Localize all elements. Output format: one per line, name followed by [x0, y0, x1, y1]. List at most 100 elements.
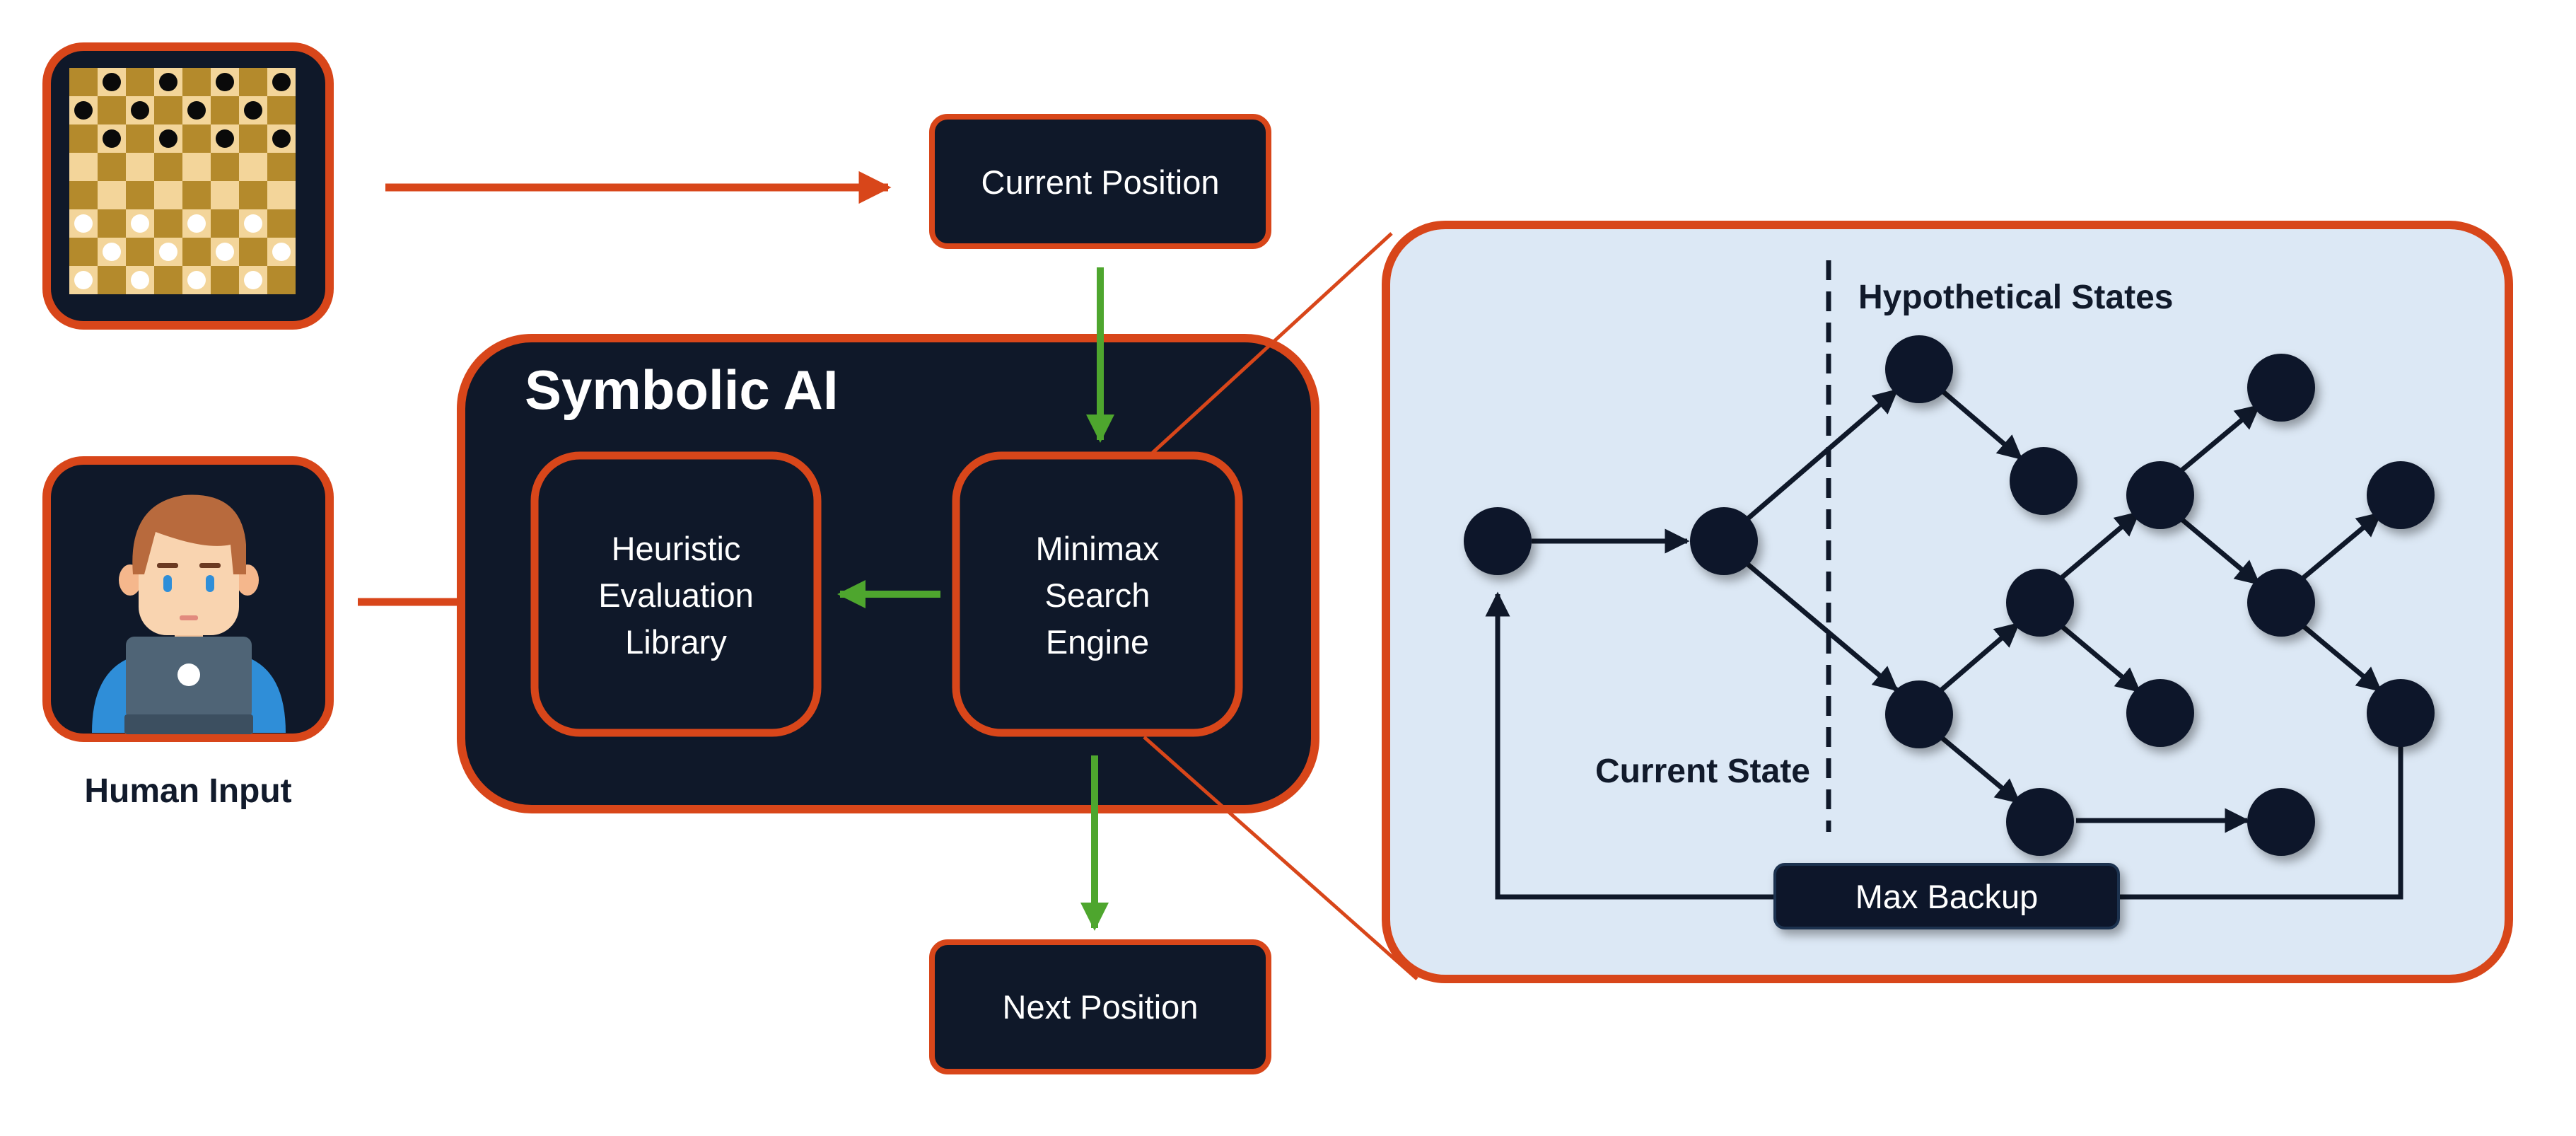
board-square: [69, 181, 98, 209]
tree-node: [2247, 788, 2315, 856]
minimax-line-2: Search: [1045, 576, 1150, 614]
human-input-box: [42, 456, 334, 742]
checker-piece: [244, 101, 262, 120]
tree-node: [2006, 788, 2074, 856]
board-square: [69, 238, 98, 266]
tree-node: [2367, 679, 2435, 747]
checker-piece: [74, 101, 93, 120]
checker-piece: [187, 271, 206, 289]
board-square: [154, 153, 182, 181]
search-tree-edges: [1485, 388, 2403, 900]
checker-piece: [216, 243, 234, 261]
checker-piece: [272, 73, 291, 91]
board-square: [98, 266, 126, 294]
hypothetical-states-label: Hypothetical States: [1858, 279, 2173, 316]
current-state-node: [1464, 507, 1532, 575]
board-square: [239, 68, 267, 96]
board-square: [69, 153, 98, 181]
current-state-label: Current State: [1595, 753, 1810, 790]
checker-piece: [244, 214, 262, 233]
checker-piece: [74, 214, 93, 233]
tree-node: [2247, 569, 2315, 637]
next-position-box: Next Position: [929, 939, 1271, 1074]
board-square: [69, 68, 98, 96]
current-position-box: Current Position: [929, 114, 1271, 249]
minimax-search-engine-box: Minimax Search Engine: [952, 451, 1243, 737]
board-square: [69, 124, 98, 153]
checker-piece: [187, 101, 206, 120]
board-square: [98, 96, 126, 124]
board-square: [126, 153, 154, 181]
board-square: [267, 266, 296, 294]
board-square: [182, 238, 211, 266]
board-square: [211, 153, 239, 181]
tree-node: [2126, 461, 2194, 529]
heuristic-line-2: Evaluation: [598, 576, 754, 614]
human-input-caption: Human Input: [84, 772, 291, 810]
checker-piece: [103, 243, 121, 261]
minimax-line-1: Minimax: [1036, 530, 1160, 567]
tree-node: [2247, 354, 2315, 422]
minimax-line-3: Engine: [1046, 623, 1149, 661]
checker-piece: [216, 73, 234, 91]
board-square: [126, 68, 154, 96]
checkers-board-icon: [69, 68, 296, 294]
symbolic-ai-container: Symbolic AI Heuristic Evaluation Library…: [457, 334, 1319, 813]
board-square: [239, 153, 267, 181]
checker-piece: [103, 73, 121, 91]
board-square: [154, 209, 182, 238]
checker-piece: [131, 214, 149, 233]
checker-piece: [187, 214, 206, 233]
heuristic-line-3: Library: [625, 623, 727, 661]
board-square: [98, 181, 126, 209]
board-square: [182, 124, 211, 153]
search-tree-nodes: [1464, 335, 2435, 856]
board-square: [126, 181, 154, 209]
board-square: [182, 153, 211, 181]
board-square: [126, 124, 154, 153]
checker-piece: [244, 271, 262, 289]
board-square: [98, 209, 126, 238]
heuristic-line-1: Heuristic: [612, 530, 741, 567]
zoom-connector-top: [1151, 232, 1393, 454]
board-square: [154, 96, 182, 124]
checker-piece: [103, 129, 121, 148]
checkers-board-box: [42, 42, 334, 330]
tree-node: [2126, 679, 2194, 747]
checker-piece: [159, 129, 177, 148]
checker-piece: [272, 129, 291, 148]
board-square: [182, 68, 211, 96]
board-square: [267, 96, 296, 124]
symbolic-ai-title: Symbolic AI: [525, 359, 839, 421]
checker-piece: [159, 243, 177, 261]
board-square: [211, 209, 239, 238]
current-position-label: Current Position: [981, 163, 1220, 201]
person-with-laptop-icon: [92, 494, 286, 734]
tree-node: [1690, 507, 1758, 575]
checker-piece: [74, 271, 93, 289]
search-tree-panel: Hypothetical States Current State: [1382, 221, 2513, 983]
board-square: [126, 238, 154, 266]
tree-node: [1885, 335, 1953, 403]
board-square: [239, 124, 267, 153]
checker-piece: [159, 73, 177, 91]
heuristic-evaluation-library-box: Heuristic Evaluation Library: [530, 451, 822, 737]
board-square: [239, 238, 267, 266]
zoom-connector-bottom: [1143, 736, 1418, 980]
board-square: [267, 209, 296, 238]
tree-node: [1885, 680, 1953, 748]
next-position-label: Next Position: [1003, 988, 1199, 1026]
board-square: [267, 153, 296, 181]
board-square: [154, 266, 182, 294]
tree-node: [2010, 447, 2077, 515]
max-backup-badge: Max Backup: [1773, 863, 2120, 929]
board-square: [182, 181, 211, 209]
checker-piece: [216, 129, 234, 148]
max-backup-label: Max Backup: [1855, 878, 2039, 915]
board-square: [267, 181, 296, 209]
checker-piece: [131, 101, 149, 120]
board-square: [211, 96, 239, 124]
tree-node: [2006, 569, 2074, 637]
board-square: [211, 181, 239, 209]
